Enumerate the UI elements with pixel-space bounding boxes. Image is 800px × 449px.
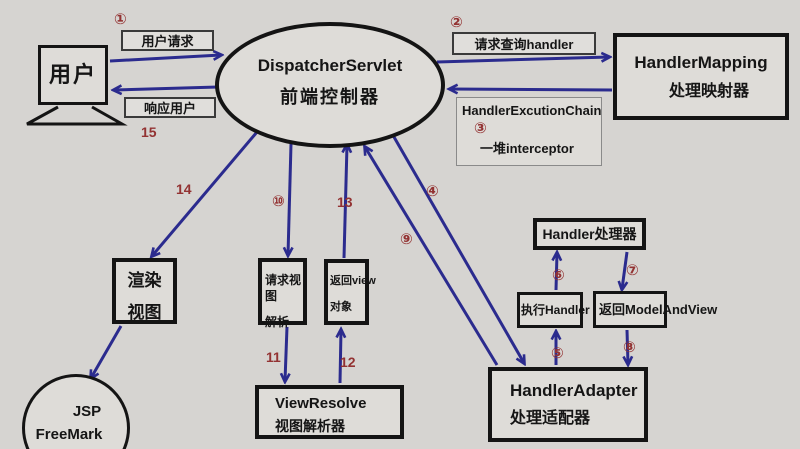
edge-10-request-view-parse: [288, 143, 291, 255]
handler-adapter-name: HandlerAdapter: [510, 381, 638, 400]
step-7: ⑦: [626, 262, 639, 279]
step-6: ⑥: [552, 267, 565, 284]
node-render-view: 渲染 视图: [112, 258, 177, 324]
edge-render-to-jsp: [91, 325, 123, 378]
node-handler-mapping: HandlerMapping 处理映射器: [613, 33, 789, 120]
edge-user-request: [109, 55, 221, 63]
label-user-request: 用户请求: [121, 30, 214, 51]
edge-respond-user: [114, 87, 219, 90]
label-request-query-handler: 请求查询handler: [452, 32, 596, 55]
label-respond-user: 响应用户: [124, 97, 216, 118]
step-9: ⑨: [400, 231, 413, 248]
dispatcher-servlet-name: DispatcherServlet: [257, 56, 403, 75]
step-11: 11: [266, 349, 281, 365]
step-14: 14: [176, 181, 192, 197]
render-view-line2: 视图: [127, 302, 162, 322]
monitor-stand: [26, 105, 128, 126]
node-handler-adapter: HandlerAdapter 处理适配器: [488, 367, 648, 442]
edge-12-return-view-object: [340, 330, 341, 384]
edge-4-to-adapter: [392, 136, 524, 363]
edge-13-return-view: [344, 145, 347, 259]
node-dispatcher-servlet: DispatcherServlet 前端控制器: [215, 22, 445, 148]
handler-mapping-name: HandlerMapping: [634, 53, 768, 72]
edge-9-to-dispatcher: [365, 147, 499, 366]
node-return-model-and-view: 返回ModelAndView: [593, 291, 717, 328]
handler-adapter-subtitle: 处理适配器: [510, 409, 591, 427]
handler-execution-chain-note: 一堆interceptor: [480, 141, 574, 156]
step-1: ①: [114, 11, 127, 28]
view-resolve-subtitle: 视图解析器: [275, 418, 345, 435]
step-4: ④: [426, 183, 439, 200]
step-8: ⑧: [623, 339, 636, 356]
edge-7-return-mav: [622, 251, 629, 289]
node-jsp-freemark: JSP FreeMark: [22, 374, 130, 449]
return-view-object-line1: 返回view: [330, 275, 376, 287]
edge-6-to-handler: [556, 253, 557, 291]
node-user: 用户: [38, 45, 108, 105]
edge-14-render-view: [152, 131, 259, 256]
edge-execution-chain-return: [450, 89, 613, 90]
view-resolve-name: ViewResolve: [275, 395, 367, 412]
node-return-view-object: 返回view 对象: [324, 259, 376, 325]
jsp-freemark-line1: JSP: [72, 403, 102, 420]
render-view-line1: 渲染: [127, 271, 162, 290]
edge-11-to-viewresolve: [285, 326, 287, 381]
request-view-parse-line1: 请求视图: [265, 273, 302, 304]
step-15: 15: [141, 124, 157, 140]
step-2: ②: [450, 14, 463, 31]
node-view-resolve: ViewResolve 视图解析器: [255, 385, 404, 439]
step-12: 12: [340, 354, 356, 370]
step-5: ⑤: [551, 345, 564, 362]
edge-request-query-handler: [436, 57, 609, 64]
edge-8-to-adapter: [627, 329, 628, 364]
return-view-object-line2: 对象: [330, 300, 352, 313]
node-handler-execution-chain: HandlerExcutionChain ③ 一堆interceptor: [456, 97, 602, 166]
handler-execution-chain-name: HandlerExcutionChain: [462, 103, 602, 118]
step-3: ③: [474, 120, 487, 137]
handler-mapping-subtitle: 处理映射器: [668, 82, 749, 100]
node-request-view-parse: 请求视图 解析: [258, 258, 307, 329]
request-view-parse-line2: 解析: [265, 315, 290, 330]
node-handler: Handler处理器: [533, 218, 646, 250]
step-10: ⑩: [272, 193, 285, 210]
jsp-freemark-line2: FreeMark: [35, 426, 103, 443]
dispatcher-servlet-subtitle: 前端控制器: [280, 87, 380, 107]
step-13: 13: [337, 194, 353, 210]
node-execute-handler: 执行Handler: [517, 292, 590, 328]
